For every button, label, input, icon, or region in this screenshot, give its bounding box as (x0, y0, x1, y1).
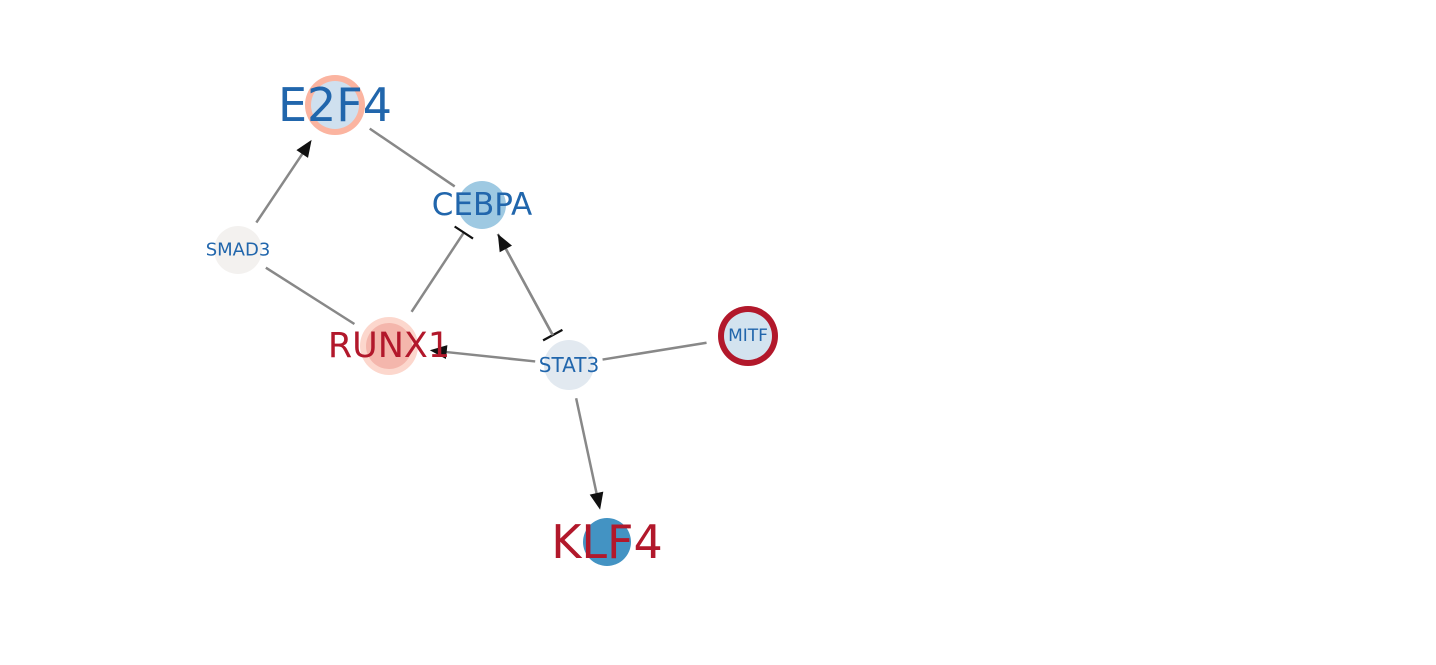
edge-stat3-mitf (602, 341, 707, 361)
arrow-head (296, 139, 312, 158)
edge-line (502, 243, 554, 336)
edge-line (441, 350, 536, 363)
node-runx1[interactable]: RUNX1 (328, 317, 450, 375)
node-label: KLF4 (551, 515, 663, 569)
edge-line (265, 266, 356, 326)
node-klf4[interactable]: KLF4 (551, 515, 663, 569)
node-circle (583, 518, 631, 566)
edge-e2f4-cebpa (369, 127, 456, 188)
arrow-head (497, 234, 512, 253)
node-smad3[interactable]: SMAD3 (206, 226, 271, 274)
edge-line (369, 127, 456, 188)
node-circle (724, 312, 772, 360)
node-label: STAT3 (539, 353, 599, 377)
node-circle (458, 181, 506, 229)
edge-runx1-cebpa (410, 225, 474, 313)
edge-layer (255, 127, 707, 510)
edge-stat3-runx1 (429, 345, 536, 363)
node-label: SMAD3 (206, 240, 271, 261)
edge-smad3-runx1 (265, 266, 356, 326)
edge-smad3-e2f4 (255, 139, 312, 224)
node-circle (544, 340, 594, 390)
node-circle (214, 226, 262, 274)
node-label: CEBPA (432, 187, 532, 223)
edge-line (255, 149, 307, 224)
edge-line (602, 341, 707, 361)
node-mitf[interactable]: MITF (718, 306, 778, 366)
node-circle (366, 323, 412, 369)
edge-line (574, 397, 599, 499)
node-cebpa[interactable]: CEBPA (432, 181, 532, 229)
arrow-head (429, 345, 448, 359)
node-label: RUNX1 (328, 326, 450, 366)
node-label: MITF (728, 326, 768, 346)
edge-stat3-cebpa (497, 234, 554, 336)
edge-stat3-klf4 (574, 397, 604, 510)
node-e2f4[interactable]: E2F4 (278, 75, 392, 135)
edge-line (410, 231, 465, 313)
node-label: E2F4 (278, 78, 392, 132)
node-stat3[interactable]: STAT3 (539, 340, 599, 390)
inhibition-bar (454, 225, 474, 240)
arrow-head (589, 491, 604, 510)
node-circle (311, 81, 359, 129)
inhibition-bar (542, 328, 563, 342)
